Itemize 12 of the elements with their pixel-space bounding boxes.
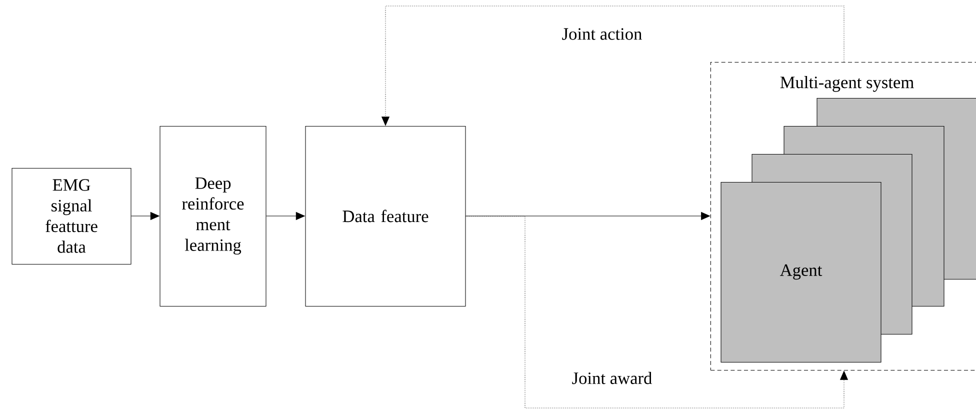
box-label: EMG signal featture data <box>46 179 98 253</box>
box-label: Deep reinforce ment learning <box>182 177 244 255</box>
process-box <box>305 126 466 307</box>
agent-card <box>720 182 882 363</box>
process-box <box>160 126 266 307</box>
edge-label: Joint action <box>562 28 642 40</box>
process-box <box>12 168 132 265</box>
box-title: Multi-agent system <box>780 76 914 92</box>
edge-label: Joint award <box>572 372 652 384</box>
box-label: Data feature <box>342 210 428 222</box>
system-frame <box>710 62 976 371</box>
box-label: Agent <box>780 264 822 280</box>
